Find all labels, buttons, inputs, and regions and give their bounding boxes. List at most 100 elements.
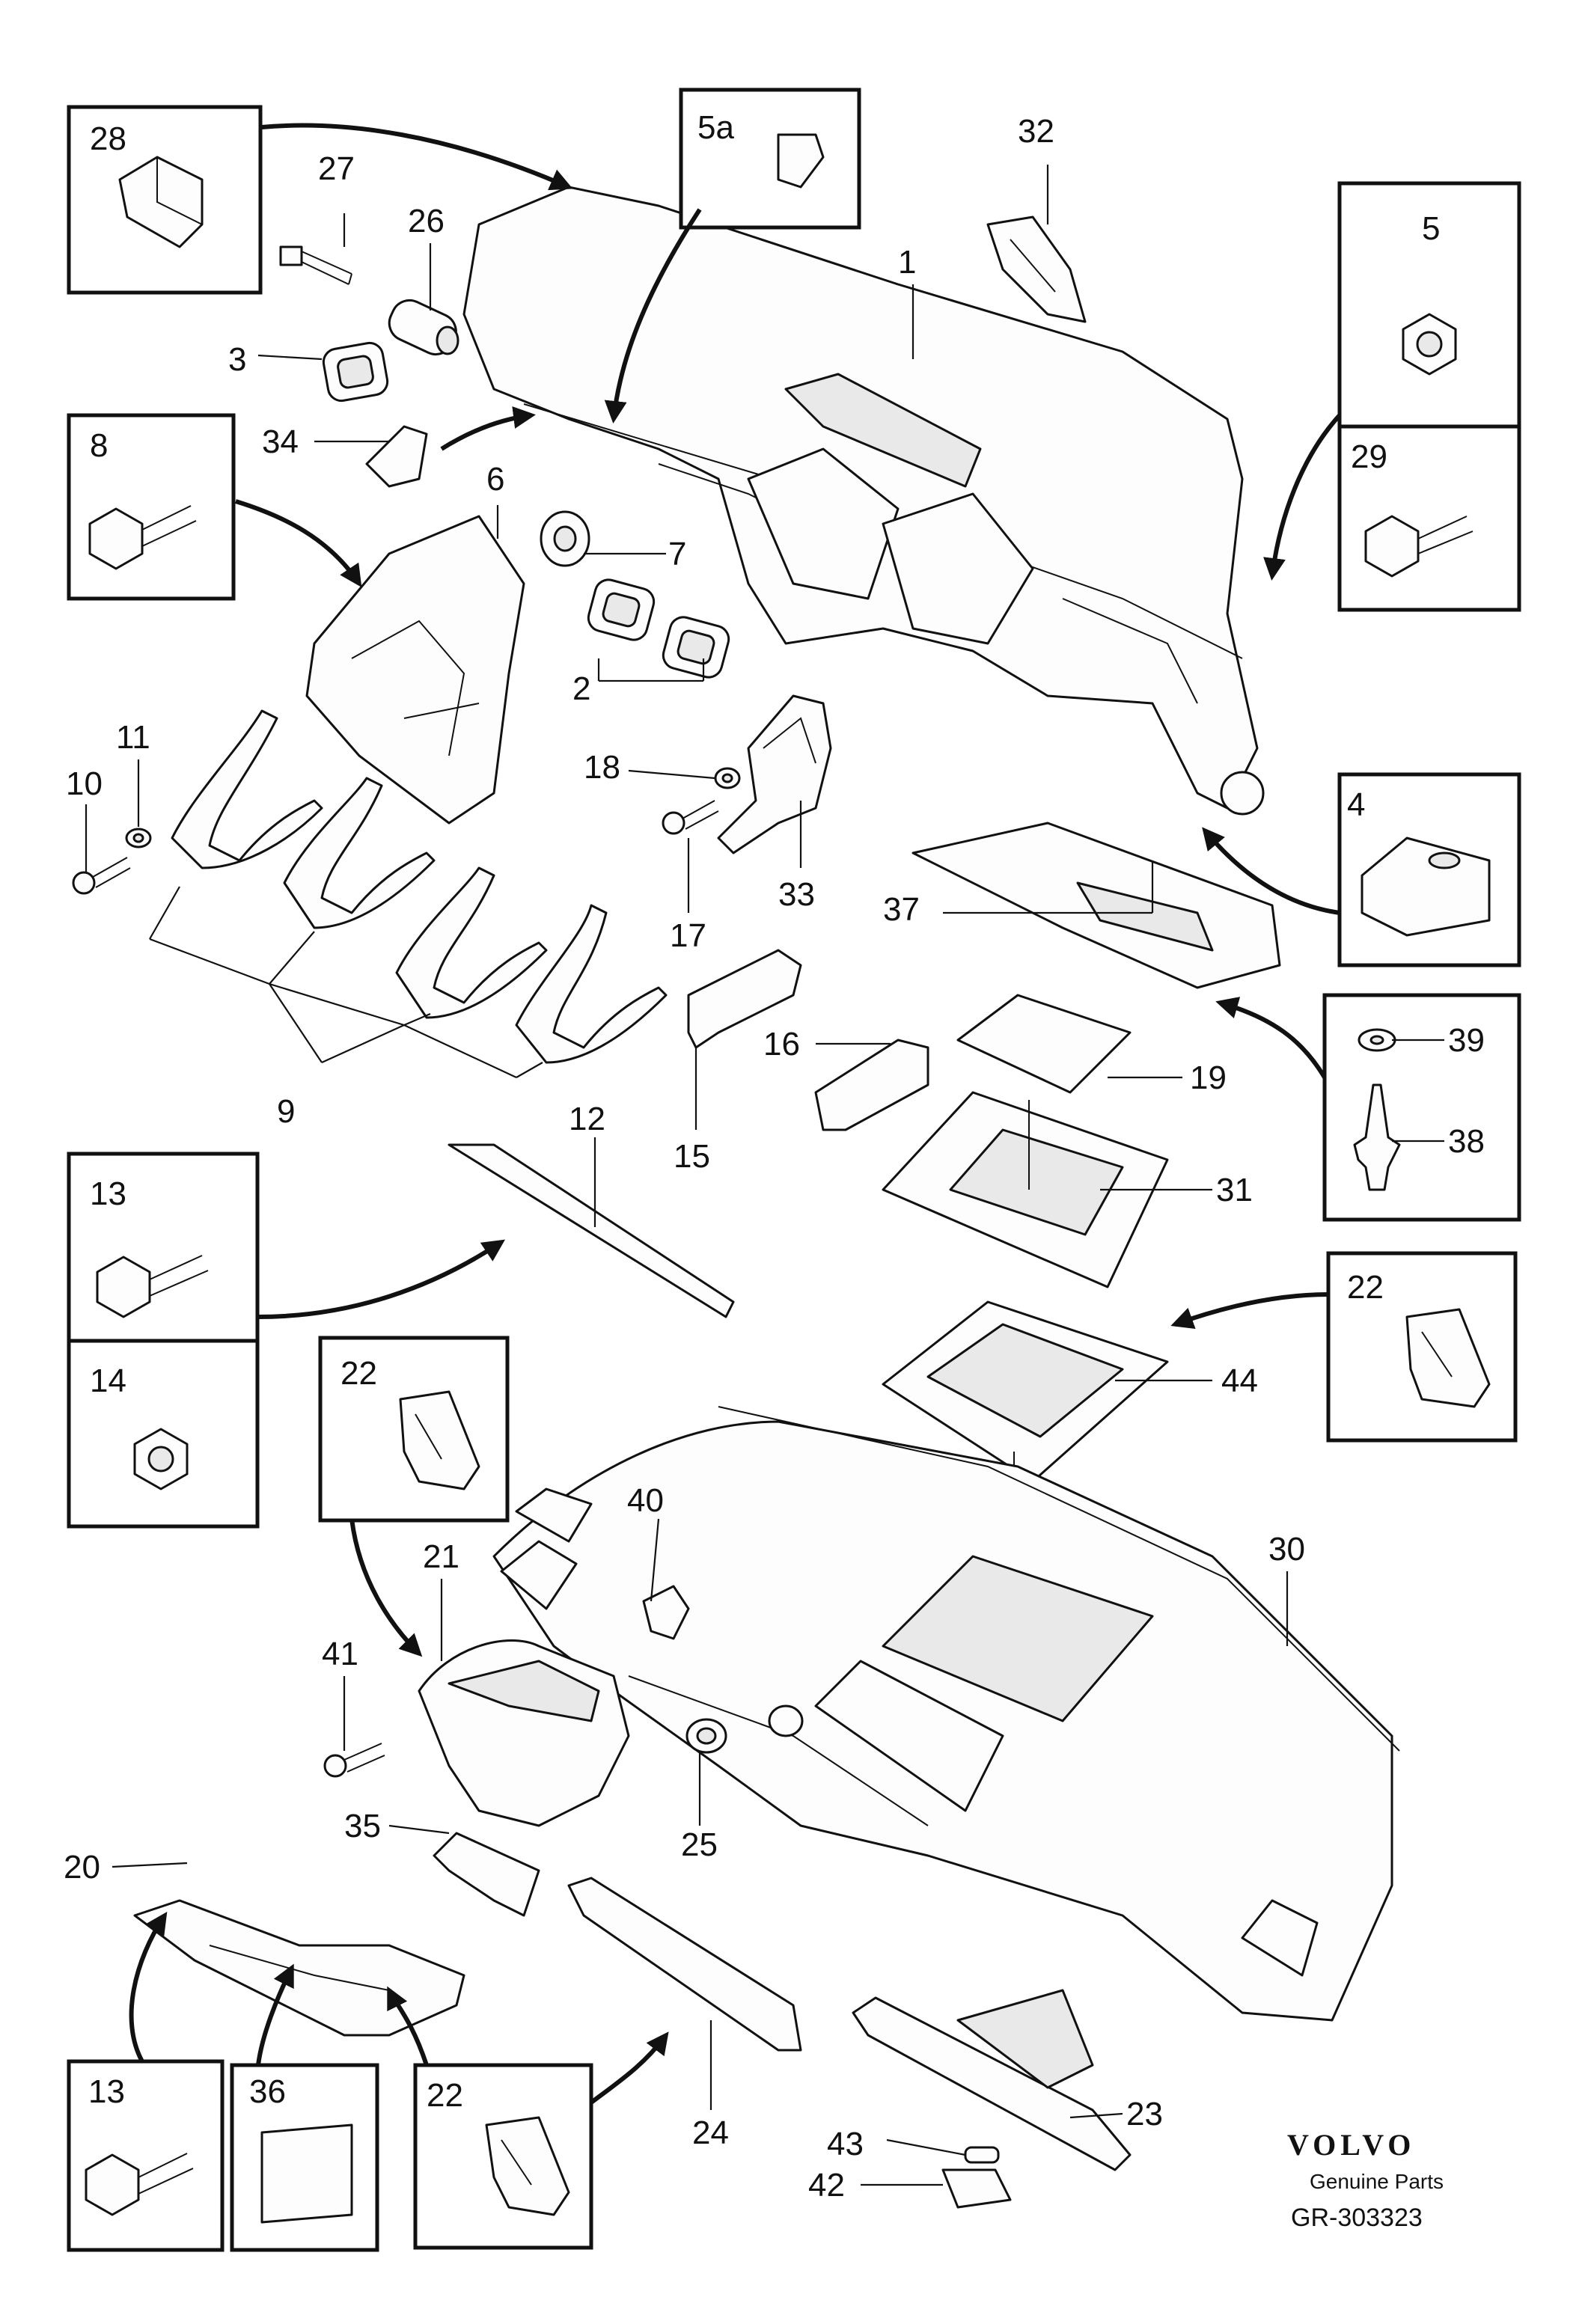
label-19: 19 [1190, 1059, 1227, 1096]
label-33: 33 [778, 876, 815, 913]
air-duct-9 [149, 709, 668, 1078]
cover-44 [882, 1300, 1169, 1661]
label-8: 8 [90, 427, 108, 464]
bracket-33 [717, 694, 832, 854]
label-16: 16 [763, 1026, 800, 1062]
callout-box-39-38 [1322, 993, 1521, 1222]
brand-block: VOLVO Genuine Parts GR-303323 [1287, 2128, 1444, 2232]
callout-box-5a [679, 88, 861, 230]
label-15: 15 [674, 1138, 710, 1175]
bulb-43 [964, 2146, 1000, 2164]
label-27: 27 [318, 150, 355, 187]
lid-19 [956, 994, 1132, 1094]
label-20: 20 [64, 1849, 100, 1886]
label-13b: 13 [88, 2073, 125, 2110]
bolt-17 [662, 800, 719, 835]
frame-31 [882, 1091, 1169, 1288]
part-labels: 28 27 26 3 34 5a 32 1 5 29 8 6 7 2 11 10… [64, 109, 1485, 2204]
label-40: 40 [627, 1482, 664, 1519]
bolt-10 [72, 857, 131, 895]
bracket-32 [986, 215, 1087, 323]
label-14: 14 [90, 1363, 126, 1399]
label-42: 42 [808, 2167, 845, 2204]
callout-box-36 [230, 2063, 379, 2252]
grommet-3 [322, 341, 389, 403]
label-32: 32 [1018, 113, 1054, 150]
label-41: 41 [322, 1636, 358, 1672]
label-25: 25 [681, 1826, 718, 1863]
label-7: 7 [668, 536, 686, 572]
callout-box-22-right [1326, 1251, 1518, 1443]
label-22c: 22 [427, 2077, 463, 2114]
grommet-2 [587, 578, 730, 679]
callout-box-14 [67, 1339, 260, 1529]
label-13a: 13 [90, 1175, 126, 1212]
label-22b: 22 [1347, 1269, 1384, 1306]
column-bracket-6 [305, 515, 525, 825]
label-43: 43 [827, 2126, 864, 2162]
callout-box-29 [1337, 424, 1521, 612]
panel-37 [911, 822, 1281, 989]
bushing-7 [540, 510, 590, 567]
label-5a: 5a [697, 109, 734, 146]
arrows [129, 123, 1342, 2105]
shroud-21 [418, 1639, 630, 1827]
label-18: 18 [584, 749, 620, 786]
label-9: 9 [277, 1093, 295, 1130]
callout-box-28 [67, 105, 263, 295]
callout-box-5 [1337, 181, 1521, 429]
lower-panel-20 [133, 1899, 465, 2037]
label-30: 30 [1268, 1531, 1305, 1568]
clip-34 [365, 425, 428, 488]
strip-35 [433, 1832, 540, 1917]
label-31: 31 [1216, 1172, 1253, 1208]
label-1: 1 [898, 244, 916, 281]
label-24: 24 [692, 2114, 729, 2151]
label-5: 5 [1422, 210, 1440, 247]
dashboard-panel-30 [492, 1406, 1400, 2022]
label-36: 36 [249, 2073, 286, 2110]
callout-box-22-bottom [413, 2063, 593, 2250]
panel-24 [567, 1877, 802, 2052]
switch-42 [941, 2168, 1012, 2209]
bolt-27 [279, 245, 352, 285]
label-21: 21 [423, 1538, 459, 1575]
bolt-41 [323, 1743, 385, 1778]
strip-12 [448, 1143, 735, 1318]
label-4: 4 [1347, 786, 1365, 823]
label-22a: 22 [341, 1355, 377, 1392]
callout-box-13-bottom [67, 2059, 225, 2252]
volvo-logo: VOLVO [1287, 2128, 1415, 2162]
label-23: 23 [1126, 2096, 1163, 2132]
spacer-26 [388, 299, 459, 356]
bracket-15 [687, 949, 802, 1049]
label-26: 26 [408, 203, 445, 239]
bracket-16 [814, 1039, 929, 1131]
brand-tagline: Genuine Parts [1310, 2170, 1444, 2193]
label-11: 11 [116, 719, 150, 756]
ring-25 [685, 1704, 804, 1754]
glovebox-23 [852, 1989, 1132, 2171]
label-44: 44 [1221, 1363, 1258, 1399]
callout-box-22-mid [318, 1336, 510, 1523]
label-38: 38 [1448, 1123, 1485, 1160]
label-29: 29 [1351, 438, 1387, 475]
label-34: 34 [262, 423, 299, 460]
label-2: 2 [572, 670, 590, 707]
label-39: 39 [1448, 1022, 1485, 1059]
label-17: 17 [670, 917, 706, 954]
label-6: 6 [486, 461, 504, 498]
dashboard-frame [462, 186, 1265, 816]
diagram-reference: GR-303323 [1291, 2204, 1423, 2232]
label-35: 35 [344, 1808, 381, 1844]
callout-box-4 [1337, 772, 1521, 967]
label-37: 37 [883, 891, 920, 928]
label-28: 28 [90, 120, 126, 157]
washer-18 [714, 767, 741, 789]
clip-40 [642, 1585, 690, 1640]
label-10: 10 [66, 765, 103, 802]
callout-box-8 [67, 413, 236, 601]
label-12: 12 [569, 1101, 605, 1137]
washer-11 [125, 828, 152, 848]
